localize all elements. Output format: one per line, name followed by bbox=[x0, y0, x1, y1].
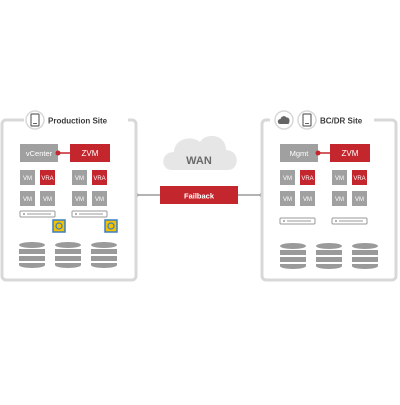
wan-cloud-icon: WAN bbox=[163, 135, 237, 170]
vm-label: VM bbox=[75, 197, 84, 203]
vcenter-box bbox=[20, 144, 58, 162]
vm-label: VM bbox=[95, 197, 104, 203]
vm-box bbox=[92, 191, 107, 206]
vm-box bbox=[40, 191, 55, 206]
production-zvm-box bbox=[70, 144, 110, 162]
server-icon bbox=[331, 217, 368, 225]
database-icon bbox=[316, 243, 342, 269]
vm-box bbox=[20, 170, 35, 185]
vm-label: VM bbox=[23, 176, 32, 182]
cloud-icon bbox=[274, 110, 294, 130]
vra-label: VRA bbox=[353, 176, 365, 182]
failback-label: Failback bbox=[184, 192, 215, 201]
vm-box bbox=[72, 170, 87, 185]
vm-box bbox=[72, 191, 87, 206]
database-icon bbox=[352, 243, 378, 269]
production-site: Production Site vCenter ZVM VM VRA VM VM bbox=[0, 110, 138, 282]
dr-zvm-label: ZVM bbox=[342, 149, 359, 158]
vm-box bbox=[280, 191, 295, 206]
tablet-icon bbox=[297, 110, 317, 130]
server-icon bbox=[71, 210, 108, 218]
vmware-badge-icon bbox=[104, 219, 118, 233]
vm-label: VM bbox=[303, 197, 312, 203]
vm-label: VM bbox=[355, 197, 364, 203]
dr-host-a: VM VRA VM VM bbox=[279, 170, 316, 225]
wan-label: WAN bbox=[186, 155, 212, 167]
tablet-icon bbox=[25, 110, 45, 130]
vra-box bbox=[92, 170, 107, 185]
failback-bar: Failback bbox=[160, 186, 238, 204]
vra-label: VRA bbox=[301, 176, 313, 182]
dr-site: BC/DR Site Mgmt ZVM VM VRA VM VM bbox=[260, 110, 398, 282]
dr-site-title: BC/DR Site bbox=[320, 117, 363, 126]
database-icon bbox=[280, 243, 306, 269]
database-icon bbox=[19, 242, 45, 268]
production-host-b: VM VRA VM VM bbox=[71, 170, 118, 233]
mgmt-label: Mgmt bbox=[290, 149, 310, 158]
database-icon bbox=[91, 242, 117, 268]
vra-label: VRA bbox=[93, 176, 105, 182]
dr-host-b: VM VRA VM VM bbox=[331, 170, 368, 225]
vra-box bbox=[352, 170, 367, 185]
vm-box bbox=[280, 170, 295, 185]
vm-box bbox=[332, 191, 347, 206]
vra-label: VRA bbox=[41, 176, 53, 182]
dr-zvm-box bbox=[330, 144, 370, 162]
vm-label: VM bbox=[23, 197, 32, 203]
vm-box bbox=[332, 170, 347, 185]
production-zvm-label: ZVM bbox=[82, 149, 99, 158]
vm-box bbox=[20, 191, 35, 206]
vra-box bbox=[300, 170, 315, 185]
vm-label: VM bbox=[75, 176, 84, 182]
production-host-a: VM VRA VM VM bbox=[19, 170, 66, 233]
server-icon bbox=[19, 210, 56, 218]
vra-box bbox=[40, 170, 55, 185]
vm-label: VM bbox=[43, 197, 52, 203]
vcenter-label: vCenter bbox=[26, 149, 53, 158]
vm-label: VM bbox=[335, 197, 344, 203]
database-icon bbox=[55, 242, 81, 268]
server-icon bbox=[279, 217, 316, 225]
vm-box bbox=[300, 191, 315, 206]
vm-label: VM bbox=[335, 176, 344, 182]
vm-label: VM bbox=[283, 176, 292, 182]
vmware-badge-icon bbox=[52, 219, 66, 233]
vm-label: VM bbox=[283, 197, 292, 203]
vm-box bbox=[352, 191, 367, 206]
production-site-title: Production Site bbox=[48, 117, 108, 126]
mgmt-box bbox=[280, 144, 318, 162]
